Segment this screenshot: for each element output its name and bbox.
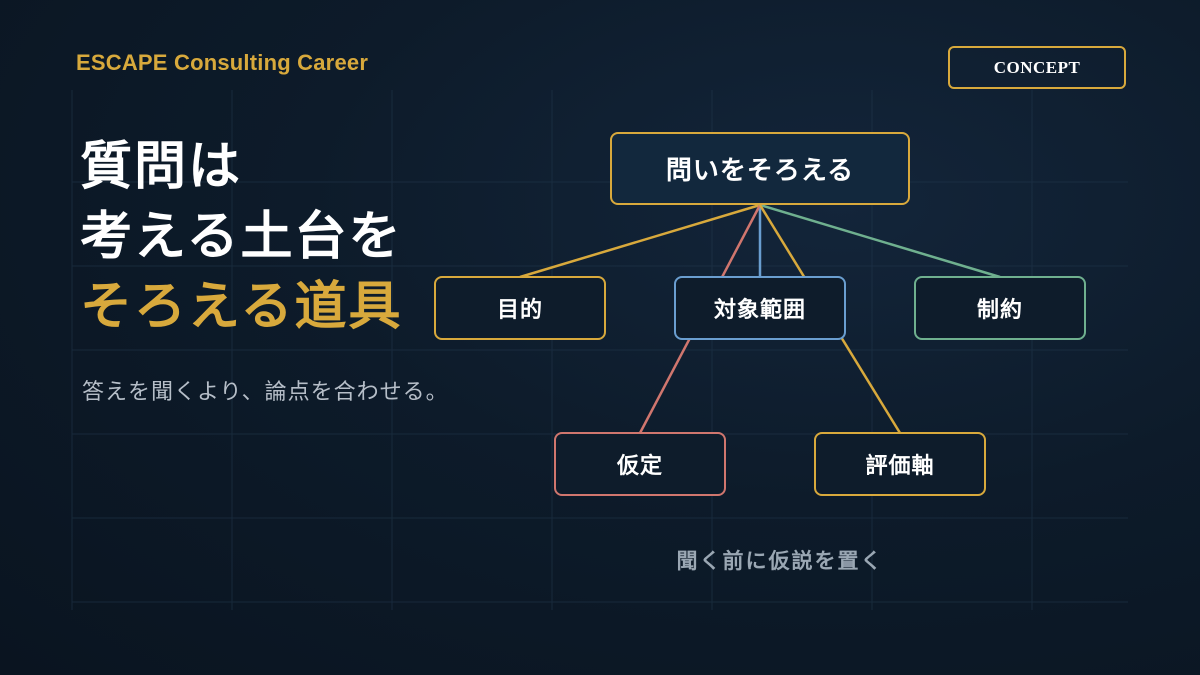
brand-name: ESCAPE Consulting Career <box>76 50 369 75</box>
node-hypothesis: 仮定 <box>554 432 726 496</box>
node-purpose: 目的 <box>434 276 606 340</box>
headline-line-2: 考える土台を <box>80 207 403 267</box>
headline-line-3: そろえる道具 <box>80 277 403 337</box>
node-constraint: 制約 <box>914 276 1086 340</box>
connector-constraint <box>759 203 1001 279</box>
node-criteria: 評価軸 <box>814 432 986 496</box>
root-node: 問いをそろえる <box>610 132 910 205</box>
subtitle: 答えを聞くより、論点を合わせる。 <box>82 380 449 405</box>
concept-tag: CONCEPT <box>948 46 1126 89</box>
connector-purpose <box>519 203 761 279</box>
headline-line-1: 質問は <box>80 137 243 197</box>
node-scope: 対象範囲 <box>674 276 846 340</box>
headline: 質問は 考える土台を そろえる道具 <box>80 132 402 342</box>
diagram-caption: 聞く前に仮説を置く <box>676 549 884 573</box>
